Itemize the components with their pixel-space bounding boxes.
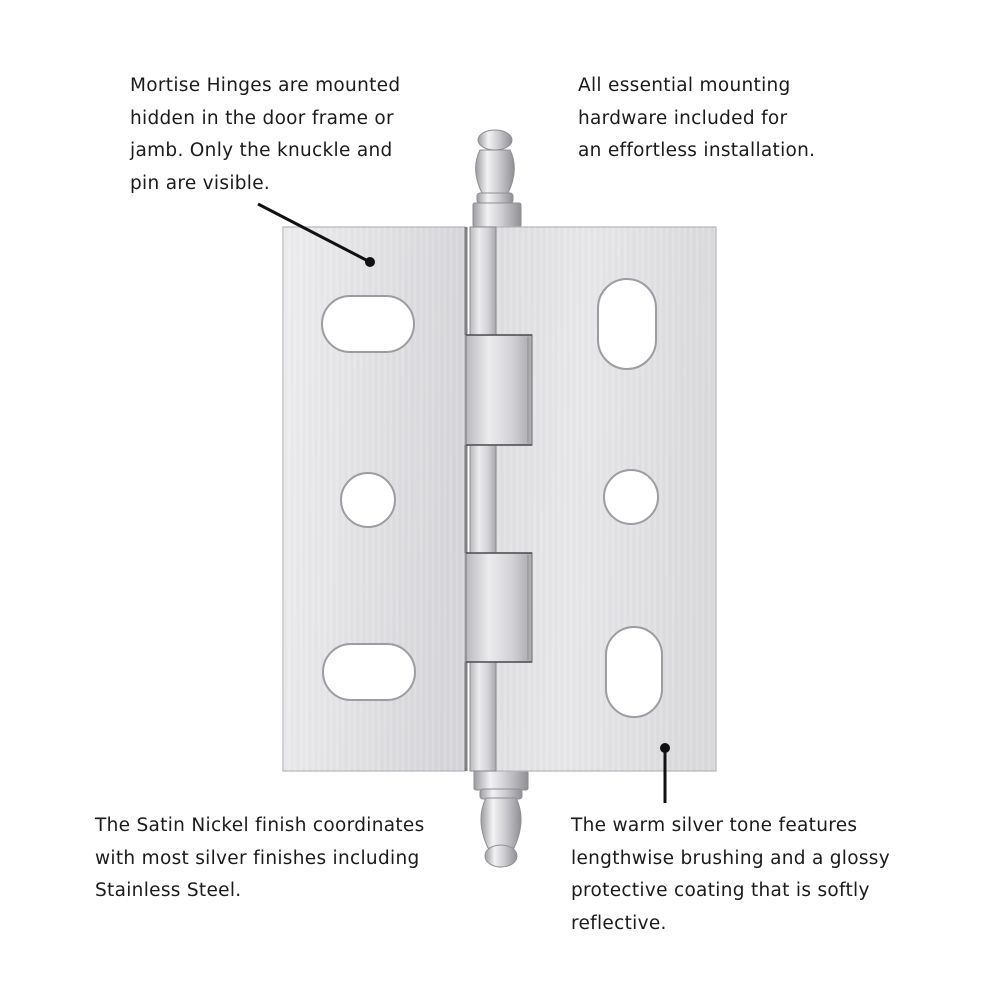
callout-mortise-hinges: Mortise Hinges are mounted hidden in the… <box>130 70 400 200</box>
left-leaf-holes <box>321 295 416 701</box>
callout-line: reflective. <box>571 912 667 934</box>
callout-line: an effortless installation. <box>578 140 816 161</box>
top-finial <box>472 129 522 228</box>
callout-line: with most silver finishes including <box>95 847 420 869</box>
round-hole <box>603 469 659 525</box>
callout-line: All essential mounting <box>578 75 791 96</box>
callout-line: Mortise Hinges are mounted <box>130 75 401 96</box>
callout-line: jamb. Only the knuckle and <box>130 140 393 161</box>
callout-line: protective coating that is softly <box>571 880 870 901</box>
bottom-finial <box>473 769 529 868</box>
pointer-top-left <box>257 202 375 267</box>
slot-hole <box>597 278 657 370</box>
callout-line: The Satin Nickel finish coordinates <box>95 815 425 836</box>
callout-line: hidden in the door frame or <box>130 107 394 129</box>
callout-satin-nickel-finish: The Satin Nickel finish coordinates with… <box>95 810 425 908</box>
callout-line: hardware included for <box>578 107 788 129</box>
hinge-knuckle <box>464 226 533 772</box>
callout-line: pin are visible. <box>130 172 271 194</box>
right-leaf-holes <box>597 278 663 718</box>
callout-line: lengthwise brushing and a glossy <box>571 847 890 869</box>
callout-mounting-hardware: All essential mounting hardware included… <box>578 70 815 168</box>
callout-line: The warm silver tone features <box>571 815 858 836</box>
pointer-bottom-right <box>660 743 670 803</box>
round-hole <box>340 472 396 528</box>
callout-line: Stainless Steel. <box>95 880 242 901</box>
callout-warm-silver-tone: The warm silver tone features lengthwise… <box>571 810 890 940</box>
slot-hole <box>322 643 416 701</box>
slot-hole <box>321 295 415 353</box>
slot-hole <box>605 626 663 718</box>
